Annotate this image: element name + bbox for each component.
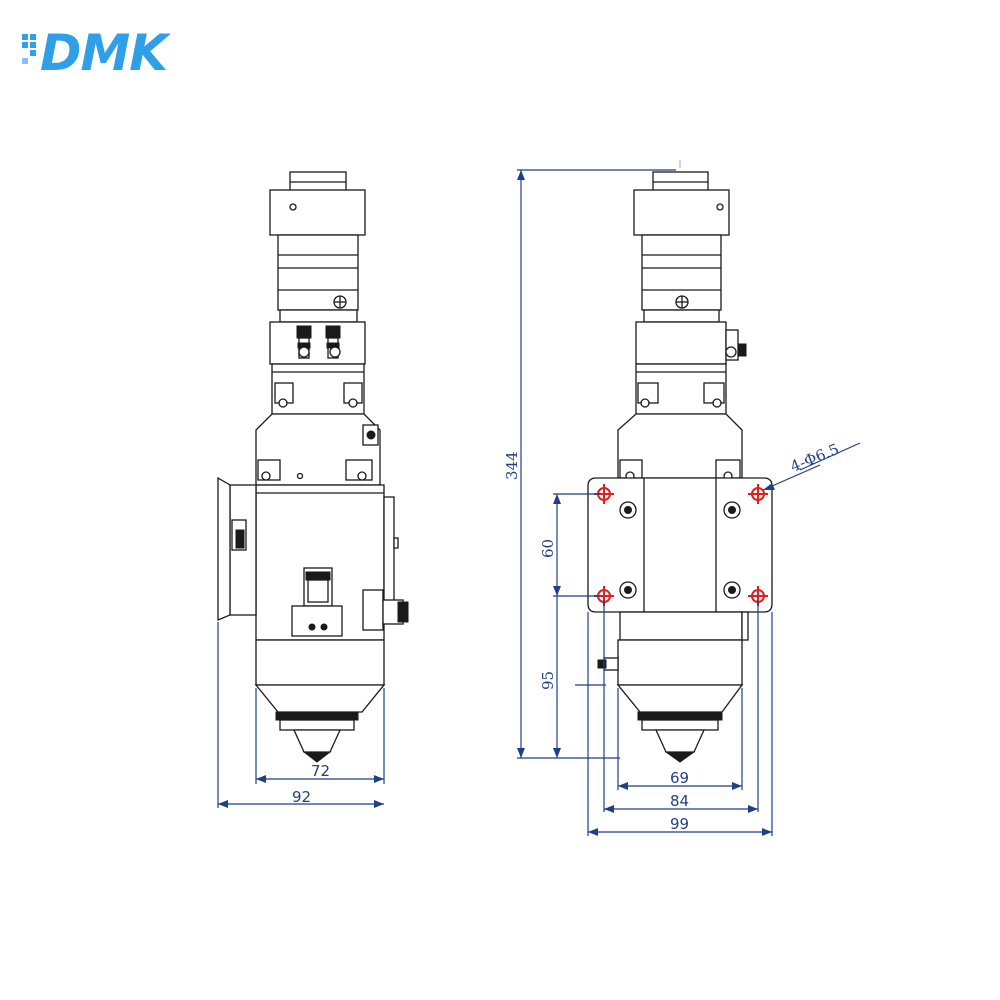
side-view <box>217 171 409 763</box>
dim-344: 344 <box>503 451 521 480</box>
logo-pixel-icon <box>22 34 36 64</box>
connector-fittings <box>296 325 341 359</box>
dim-92: 92 <box>292 788 311 806</box>
side-view-dimensions: 72 92 <box>217 622 385 808</box>
dim-60: 60 <box>539 539 557 558</box>
mounting-holes <box>619 501 741 599</box>
dmk-logo: DMK <box>22 24 172 78</box>
logo-text: DMK <box>40 24 171 78</box>
dim-95: 95 <box>539 671 557 690</box>
dim-69: 69 <box>670 769 689 787</box>
hole-callout: 4-Φ6.5 <box>788 440 842 476</box>
front-view <box>587 160 773 763</box>
dim-84: 84 <box>670 792 689 810</box>
dim-99: 99 <box>670 815 689 833</box>
dim-72: 72 <box>311 762 330 780</box>
